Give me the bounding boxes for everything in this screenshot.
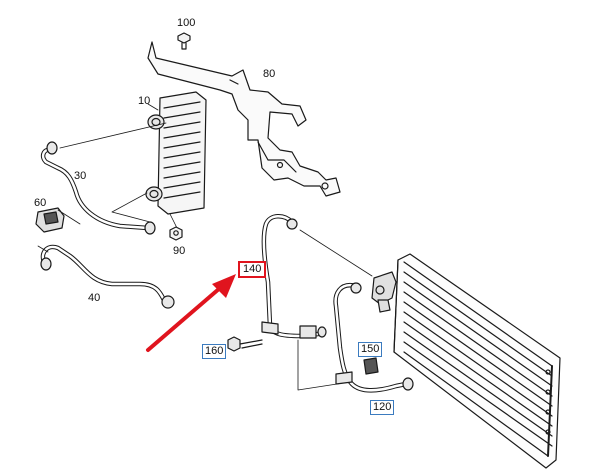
label-160: 160 bbox=[202, 344, 227, 359]
bolt-160-shape bbox=[227, 336, 263, 352]
clip-60-shape bbox=[35, 207, 81, 233]
label-80: 80 bbox=[263, 68, 276, 80]
bolt-100-shape bbox=[177, 32, 191, 50]
label-90: 90 bbox=[173, 245, 186, 257]
label-30: 30 bbox=[74, 170, 87, 182]
pipe-120-shape bbox=[333, 282, 414, 393]
pipe-40-shape bbox=[37, 244, 175, 309]
pipe-30-shape bbox=[40, 141, 156, 235]
leader-lines-condenser bbox=[297, 229, 373, 391]
clip-150-shape bbox=[363, 357, 379, 375]
pipe-140-shape bbox=[261, 214, 327, 339]
label-100: 100 bbox=[177, 17, 196, 29]
nut-90-shape bbox=[169, 226, 183, 241]
bracket-80-shape bbox=[147, 41, 341, 197]
condenser-shape bbox=[371, 253, 561, 469]
leader-lines-cooler bbox=[59, 103, 181, 235]
oil-cooler-10-shape bbox=[145, 91, 207, 215]
label-150: 150 bbox=[358, 342, 383, 357]
label-40: 40 bbox=[88, 292, 101, 304]
label-120: 120 bbox=[370, 400, 395, 415]
label-10: 10 bbox=[138, 95, 151, 107]
label-140-highlighted: 140 bbox=[238, 261, 267, 278]
label-60: 60 bbox=[34, 197, 47, 209]
